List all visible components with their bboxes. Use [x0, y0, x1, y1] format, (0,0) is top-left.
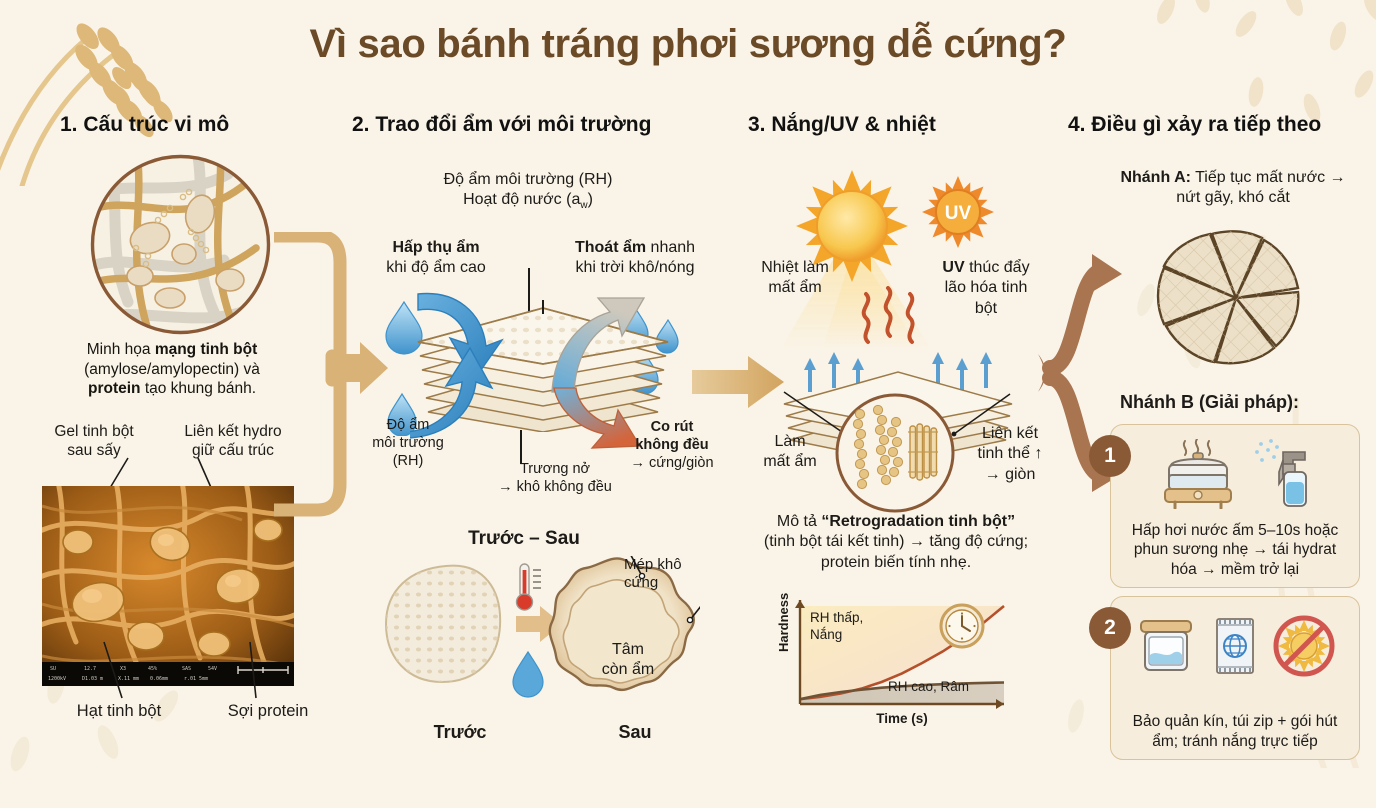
before-label: Trước	[433, 722, 487, 742]
svg-text:D1.03 m: D1.03 m	[82, 676, 103, 682]
caption-text-1: Minh họa	[86, 341, 155, 358]
svg-text:45%: 45%	[148, 666, 157, 672]
section-heading-1: 1. Cấu trúc vi mô	[60, 113, 230, 136]
connector-arrow-2-to-3	[692, 356, 784, 408]
starch-network-diagram	[90, 154, 271, 335]
water-activity-label: Hoạt độ nước (aw)	[463, 191, 593, 212]
solution-card-1[interactable]: 1 Hấp hơi nư	[1089, 424, 1360, 588]
spray-bottle-icon	[1255, 439, 1307, 507]
after-label: Sau	[618, 722, 652, 742]
svg-text:Nắng: Nắng	[810, 627, 842, 642]
leader-lines-sem	[103, 641, 257, 699]
svg-text:Hardness: Hardness	[776, 593, 791, 652]
solution-badge-1: 1	[1089, 435, 1131, 477]
svg-text:0.06mm: 0.06mm	[150, 676, 168, 682]
clock-icon	[939, 603, 985, 649]
thermometer-icon	[515, 563, 541, 611]
vertical-divider-2	[520, 430, 522, 464]
svg-text:r.01 5mm: r.01 5mm	[184, 676, 208, 682]
no-direct-sun-icon	[1273, 615, 1335, 677]
solution-2-text: Bảo quản kín, túi zip + gói hút ẩm; trán…	[1132, 713, 1338, 750]
caption-text-2: (amylose/amylopectin) và	[84, 360, 260, 378]
moist-center-callout: Tâm còn ẩm	[601, 641, 655, 678]
branch-a-text: Nhánh A: Tiếp tục mất nước → nứt gãy, kh…	[1120, 169, 1346, 207]
dry-edge-callout: Mép khô cứng	[624, 556, 682, 591]
connector-arrow-1-to-2	[274, 232, 388, 517]
svg-text:RH thấp,: RH thấp,	[810, 610, 863, 625]
cracked-rice-paper-illustration	[1156, 230, 1300, 365]
wheat-decor-top-left	[0, 23, 173, 186]
vertical-divider	[528, 268, 530, 330]
svg-text:X3: X3	[120, 666, 126, 672]
before-after-title: Trước – Sau	[468, 528, 580, 549]
svg-text:SAS: SAS	[182, 666, 191, 672]
before-after-illustration	[384, 556, 700, 698]
svg-text:54V: 54V	[208, 666, 217, 672]
solution-1-icons	[1111, 437, 1359, 511]
swelling-callout: Trương nở → khô không đều	[498, 461, 612, 496]
sealed-container-icon	[1140, 620, 1192, 671]
heat-loss-label: Nhiệt làm mất ẩm	[761, 259, 829, 297]
solution-badge-2: 2	[1089, 607, 1131, 649]
moisture-loss-callout: Làm mất ẩm	[763, 433, 817, 471]
label-starch-granule: Hạt tinh bột	[76, 702, 162, 720]
moisture-absorb-arrows	[410, 292, 504, 439]
uv-badge-icon: UV	[922, 176, 994, 248]
svg-text:UV: UV	[945, 203, 972, 224]
svg-text:RH cao, Râm: RH cao, Râm	[888, 679, 969, 694]
moisture-release-arrows	[551, 297, 646, 449]
label-protein-fiber: Sợi protein	[227, 702, 309, 720]
uv-aging-label: UV thúc đẩy lão hóa tinh bột	[942, 259, 1030, 317]
label-starch-gel: Gel tinh bột sau sấy	[54, 423, 134, 460]
column1-caption: Minh họa mạng tinh bột (amylose/amylopec…	[46, 340, 298, 399]
svg-text:12.7: 12.7	[84, 666, 96, 672]
infographic-canvas: Vì sao bánh tráng phơi sương dễ cứng? 1.…	[0, 0, 1376, 772]
caption-bold-1: mạng tinh bột	[154, 341, 258, 358]
label-hydrogen-bond: Liên kết hydro giữ cấu trúc	[184, 423, 282, 460]
branch-b-title: Nhánh B (Giải pháp):	[1120, 392, 1299, 412]
sem-micrograph: SU 12.7 X3 45% SAS 54V 1200kV D1.03 m X.11 mm 0.…	[42, 486, 294, 686]
sun-and-uv-illustration: UV	[780, 170, 994, 350]
water-drop-icon	[512, 650, 544, 698]
svg-text:1200kV: 1200kV	[48, 676, 66, 682]
page-title: Vì sao bánh tráng phơi sương dễ cứng?	[309, 22, 1067, 66]
crystal-bond-callout: Liên kết tinh thể ↑ → giòn	[977, 425, 1043, 483]
rh-environment-label: Độ ẩm môi trường (RH)	[443, 171, 613, 188]
column2-top-labels: Độ ẩm môi trường (RH) Hoạt độ nước (aw)	[352, 170, 704, 213]
retrogradation-circle-diagram	[835, 393, 955, 513]
svg-text:X.11 mm: X.11 mm	[118, 676, 139, 682]
wheat-decor-top-right	[1157, 0, 1376, 123]
section-heading-2: 2. Trao đổi ẩm với môi trường	[352, 113, 652, 136]
aw-subscript: w	[580, 200, 588, 212]
section-heading-4: 4. Điều gì xảy ra tiếp theo	[1068, 113, 1322, 136]
svg-text:Time (s): Time (s)	[876, 711, 928, 726]
solution-2-icons	[1111, 609, 1359, 683]
caption-bold-2: protein	[87, 380, 141, 398]
section-heading-3: 3. Nắng/UV & nhiệt	[748, 113, 936, 136]
solution-1-text: Hấp hơi nước ấm 5–10s hoặc phun sương nh…	[1131, 521, 1339, 578]
absorb-moisture-label: Hấp thụ ẩm khi độ ẩm cao	[386, 239, 486, 277]
retrogradation-caption: Mô tả “Retrogradation tinh bột” (tinh bộ…	[763, 513, 1029, 571]
steamer-icon	[1164, 439, 1232, 509]
shrinkage-callout: Co rút không đều → cứng/giòn	[630, 419, 714, 472]
caption-text-3: tạo khung bánh.	[140, 380, 257, 398]
desiccant-packet-icon	[1216, 618, 1254, 674]
svg-text:SU: SU	[50, 666, 56, 672]
solution-card-2[interactable]: 2	[1089, 596, 1360, 760]
hardness-vs-time-chart: Hardness Time (s) RH thấp, Nắng RH cao, …	[776, 593, 1005, 726]
release-moisture-label: Thoát ẩm nhanh khi trời khô/nóng	[574, 239, 696, 277]
rh-callout: Độ ẩm môi trường (RH)	[372, 417, 444, 470]
